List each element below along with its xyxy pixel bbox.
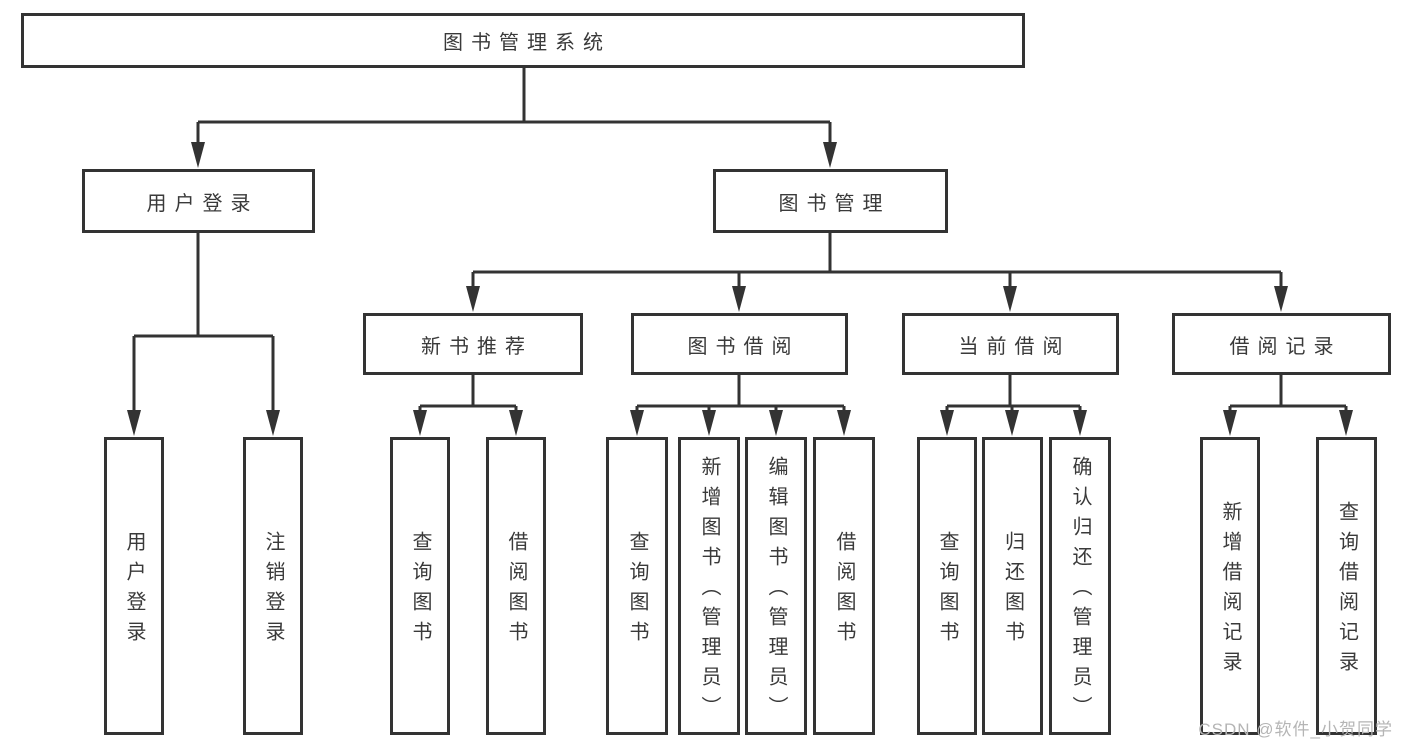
- connector-user-login-to-leaves: [127, 233, 280, 436]
- csdn-watermark: CSDN @软件_小贺同学: [1198, 720, 1393, 739]
- leaf-current-query-books-label: 查询图书: [936, 531, 958, 651]
- connector-current-borrow-to-leaves: [940, 375, 1087, 436]
- leaf-query-borrow-record: 查询借阅记录: [1316, 437, 1377, 735]
- leaf-edit-books-admin-label: 编辑图书（管理员）: [765, 456, 787, 726]
- leaf-newbook-borrow-books: 借阅图书: [486, 437, 546, 735]
- node-borrow-records-label: 借阅记录: [1229, 335, 1342, 358]
- node-book-borrow-label: 图书借阅: [687, 335, 800, 358]
- node-current-borrow-label: 当前借阅: [958, 335, 1071, 358]
- node-book-management: 图书管理: [713, 169, 948, 233]
- leaf-borrow-query-books: 查询图书: [606, 437, 668, 735]
- connector-new-book-to-leaves: [413, 375, 523, 436]
- leaf-newbook-query-books-label: 查询图书: [409, 531, 431, 651]
- leaf-logout: 注销登录: [243, 437, 303, 735]
- leaf-add-borrow-record: 新增借阅记录: [1200, 437, 1260, 735]
- leaf-logout-label: 注销登录: [262, 531, 284, 651]
- leaf-newbook-query-books: 查询图书: [390, 437, 450, 735]
- node-current-borrow: 当前借阅: [902, 313, 1119, 375]
- leaf-user-login-label: 用户登录: [123, 531, 145, 651]
- leaf-confirm-return-admin: 确认归还（管理员）: [1049, 437, 1111, 735]
- node-root-label: 图书管理系统: [443, 32, 611, 54]
- leaf-return-books-label: 归还图书: [1001, 531, 1024, 651]
- leaf-add-books-admin-label: 新增图书（管理员）: [698, 456, 720, 726]
- leaf-user-login: 用户登录: [104, 437, 164, 735]
- leaf-return-books: 归还图书: [982, 437, 1043, 735]
- leaf-add-books-admin: 新增图书（管理员）: [678, 437, 740, 735]
- node-user-login-label: 用户登录: [146, 192, 259, 215]
- leaf-query-borrow-record-label: 查询借阅记录: [1335, 501, 1358, 681]
- leaf-borrow-query-books-label: 查询图书: [626, 531, 648, 651]
- leaf-confirm-return-admin-label: 确认归还（管理员）: [1069, 456, 1091, 726]
- connector-book-mgmt-to-level3: [466, 233, 1288, 312]
- node-book-borrow: 图书借阅: [631, 313, 848, 375]
- connector-book-borrow-to-leaves: [630, 375, 851, 436]
- leaf-current-query-books: 查询图书: [917, 437, 977, 735]
- node-user-login: 用户登录: [82, 169, 315, 233]
- leaf-newbook-borrow-books-label: 借阅图书: [505, 531, 527, 651]
- connector-root-to-level2: [191, 68, 837, 168]
- leaf-edit-books-admin: 编辑图书（管理员）: [745, 437, 807, 735]
- leaf-borrow-books: 借阅图书: [813, 437, 875, 735]
- connector-borrow-records-to-leaves: [1223, 375, 1353, 436]
- node-root: 图书管理系统: [21, 13, 1025, 68]
- node-borrow-records: 借阅记录: [1172, 313, 1391, 375]
- node-book-management-label: 图书管理: [778, 192, 891, 215]
- node-new-book-recommend-label: 新书推荐: [421, 335, 533, 358]
- leaf-borrow-books-label: 借阅图书: [833, 531, 855, 651]
- leaf-add-borrow-record-label: 新增借阅记录: [1219, 501, 1241, 681]
- node-new-book-recommend: 新书推荐: [363, 313, 583, 375]
